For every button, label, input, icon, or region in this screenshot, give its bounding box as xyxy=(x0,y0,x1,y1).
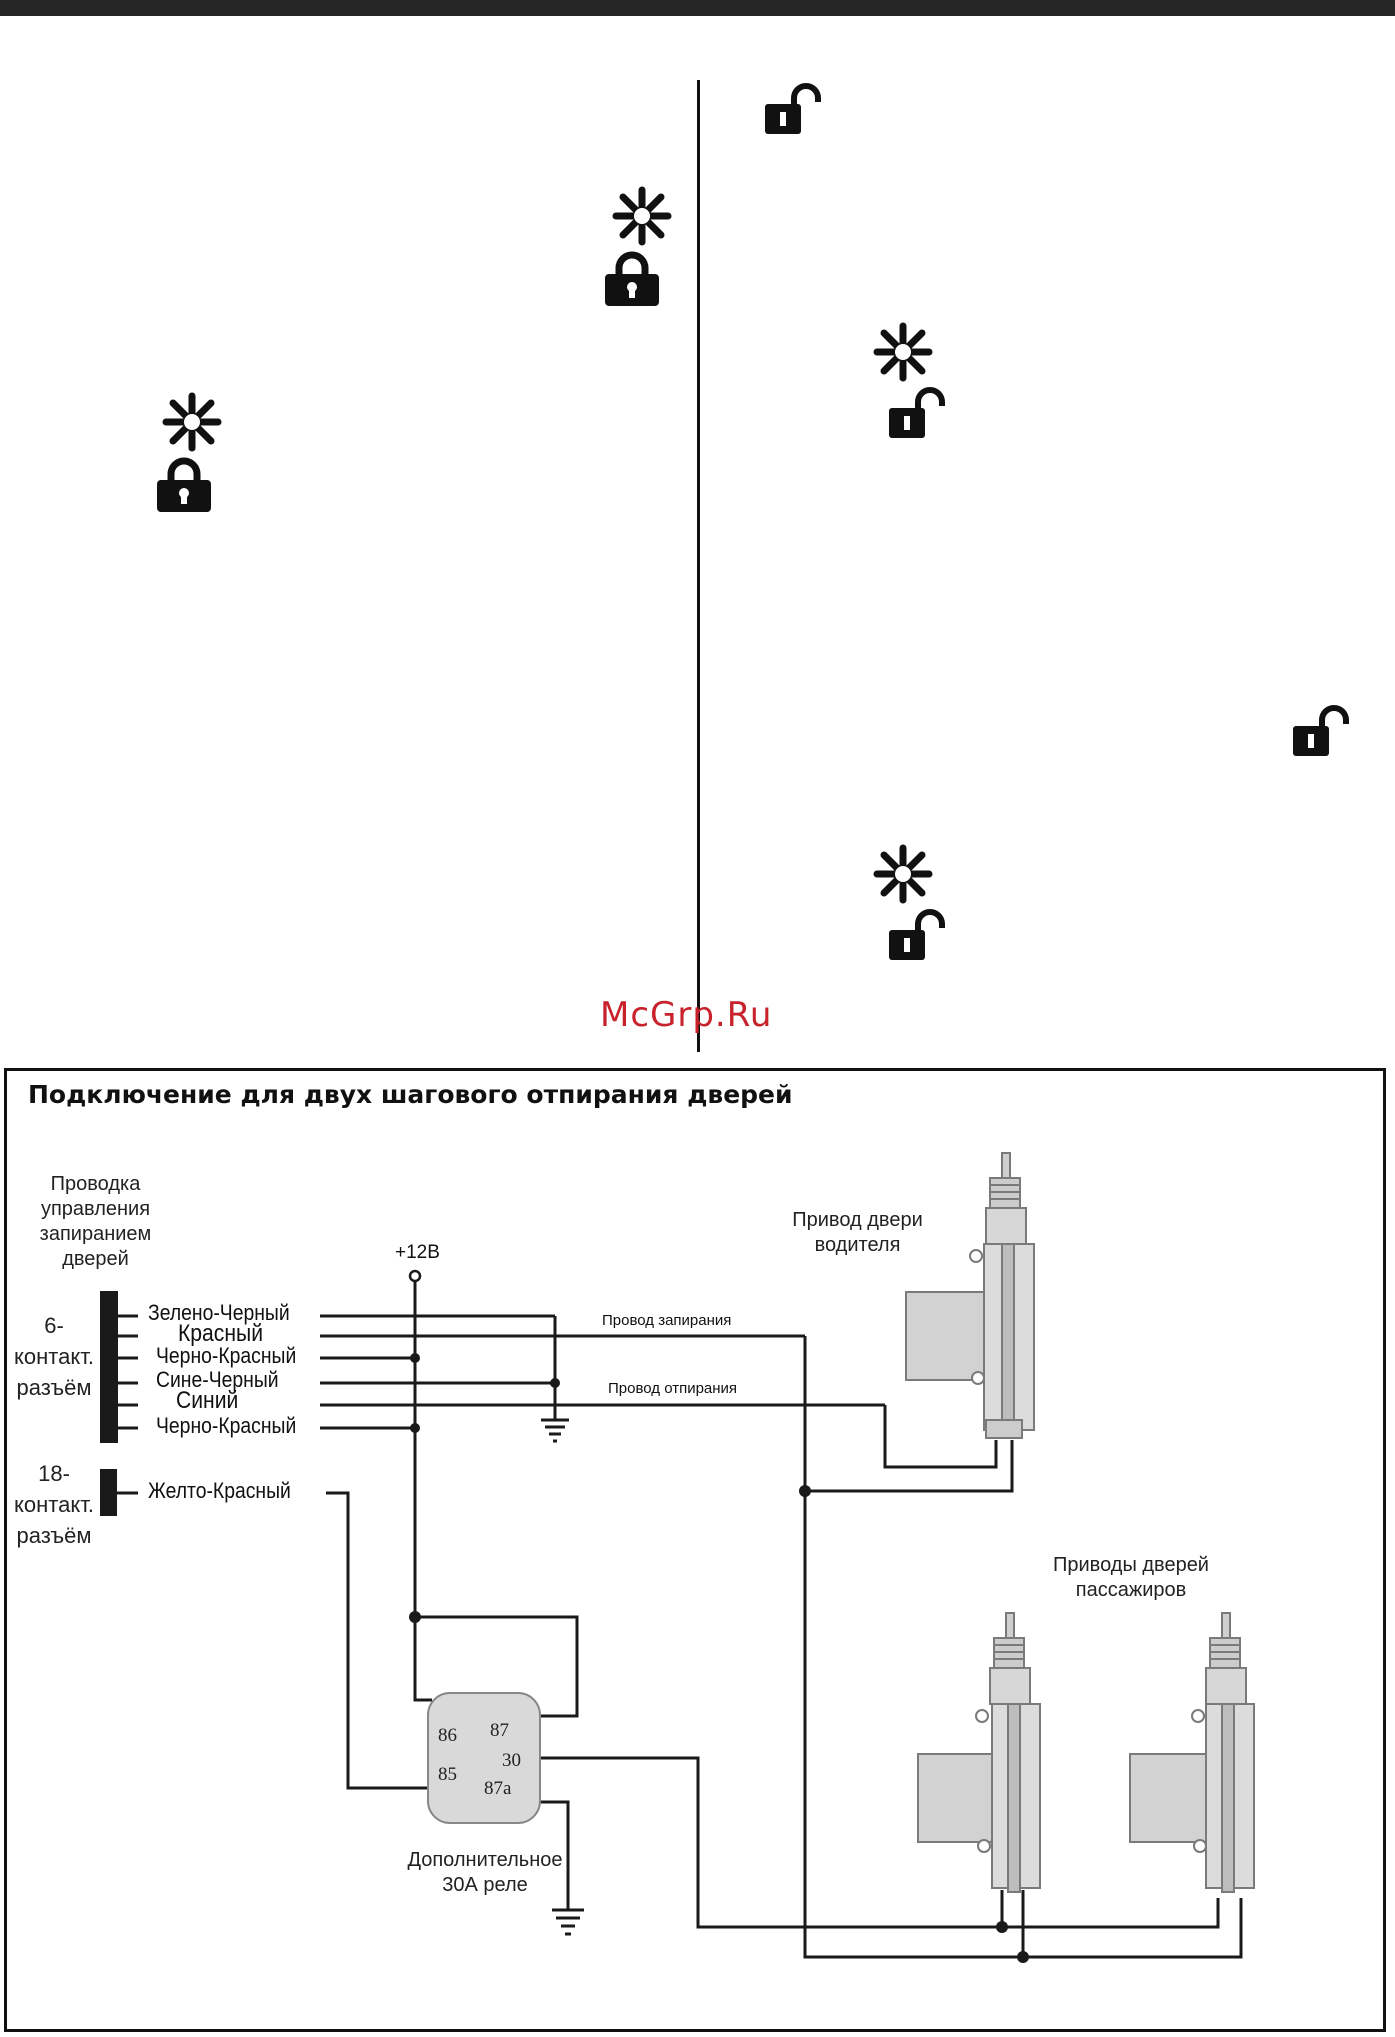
passenger-doors-label: Приводы дверей пассажиров xyxy=(1053,1554,1209,1601)
passenger-actuator-1 xyxy=(917,1612,1041,1893)
wire-label-blue: Синий xyxy=(176,1387,239,1414)
driver-actuator xyxy=(905,1152,1035,1439)
asterisk-icon xyxy=(162,392,222,452)
passenger-actuator-2 xyxy=(1129,1612,1255,1893)
top-header-bar xyxy=(0,0,1395,16)
lock-open-icon xyxy=(889,387,945,438)
diagram-frame xyxy=(4,1068,1386,2032)
lock-closed-icon xyxy=(157,457,211,512)
relay-pin-30: 30 xyxy=(502,1750,521,1771)
wire-label-black-red-2: Черно-Красный xyxy=(156,1413,297,1438)
lock-closed-icon xyxy=(605,251,659,306)
asterisk-icon xyxy=(612,186,672,246)
connector-18pin-label: 18- контакт. разъём xyxy=(14,1461,94,1548)
harness-label: Проводка управления запиранием дверей xyxy=(39,1173,152,1270)
relay-pin-85: 85 xyxy=(438,1764,457,1785)
connector-6pin-label: 6- контакт. разъём xyxy=(14,1313,94,1400)
relay-pin-87: 87 xyxy=(490,1720,509,1741)
relay-pin-86: 86 xyxy=(438,1725,457,1746)
asterisk-icon xyxy=(873,844,933,904)
unlock-wire-label: Провод отпирания xyxy=(608,1380,738,1397)
watermark: McGrp.Ru xyxy=(600,995,773,1035)
wire-label-green-black: Зелено-Черный xyxy=(148,1300,290,1325)
plus12-label: +12В xyxy=(395,1242,440,1263)
lock-open-icon xyxy=(765,83,821,134)
lock-open-icon xyxy=(889,909,945,960)
column-divider xyxy=(697,80,700,1052)
diagram-title: Подключение для двух шагового отпирания … xyxy=(28,1080,793,1109)
lock-open-icon xyxy=(1293,705,1349,756)
relay-label: Дополнительное 30А реле xyxy=(407,1849,563,1896)
wire-label-blue-black: Сине-Черный xyxy=(156,1367,279,1392)
wire-label-black-red: Черно-Красный xyxy=(156,1343,297,1368)
driver-door-label: Привод двери водителя xyxy=(792,1209,923,1256)
relay-pin-87a: 87a xyxy=(484,1778,512,1799)
lock-wire-label: Провод запирания xyxy=(602,1312,732,1329)
wire-label-yellow-red: Желто-Красный xyxy=(148,1478,291,1503)
wire-label-red: Красный xyxy=(178,1320,264,1347)
asterisk-icon xyxy=(873,322,933,382)
